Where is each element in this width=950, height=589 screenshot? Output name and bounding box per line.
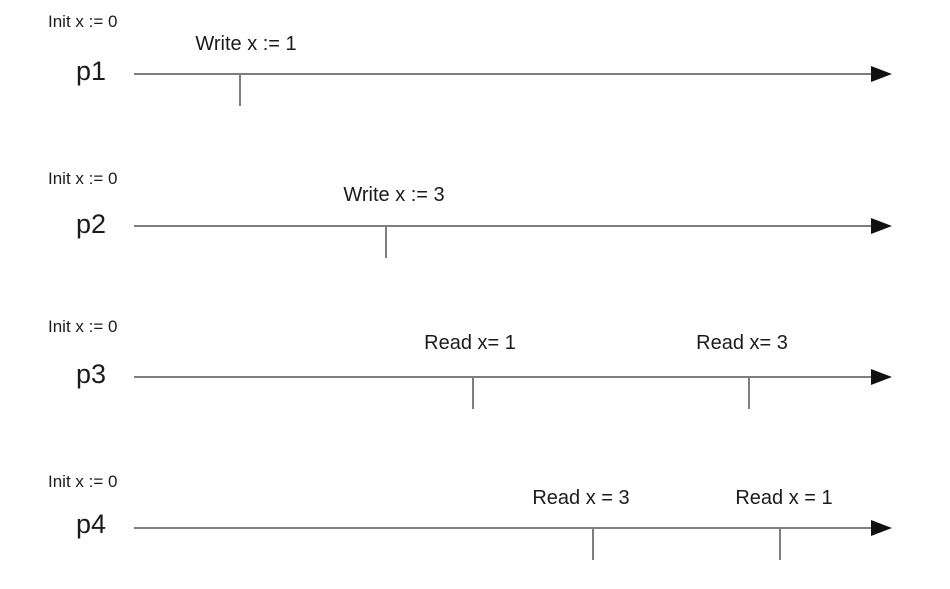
event-tick [239,73,241,106]
timeline-line [134,527,873,529]
timeline-line [134,376,873,378]
timeline-line [134,73,873,75]
process-name: p3 [76,359,107,389]
event-label: Read x = 1 [735,487,833,509]
init-label: Init x := 0 [48,472,118,491]
event-tick [385,225,387,258]
arrowhead-icon [871,66,892,82]
process-name: p4 [76,509,107,539]
event-tick [779,527,781,560]
timeline-line [134,225,873,227]
event-label: Read x= 3 [696,332,788,354]
event-label: Read x= 1 [424,332,516,354]
init-label: Init x := 0 [48,317,118,336]
process-name: p1 [76,56,107,86]
init-label: Init x := 0 [48,169,118,188]
event-label: Read x = 3 [532,487,630,509]
event-tick [592,527,594,560]
process-name: p2 [76,209,107,239]
arrowhead-icon [871,520,892,536]
event-tick [472,376,474,409]
arrowhead-icon [871,218,892,234]
arrowhead-icon [871,369,892,385]
event-label: Write x := 3 [343,184,445,206]
event-tick [748,376,750,409]
event-label: Write x := 1 [195,33,297,55]
init-label: Init x := 0 [48,12,118,31]
